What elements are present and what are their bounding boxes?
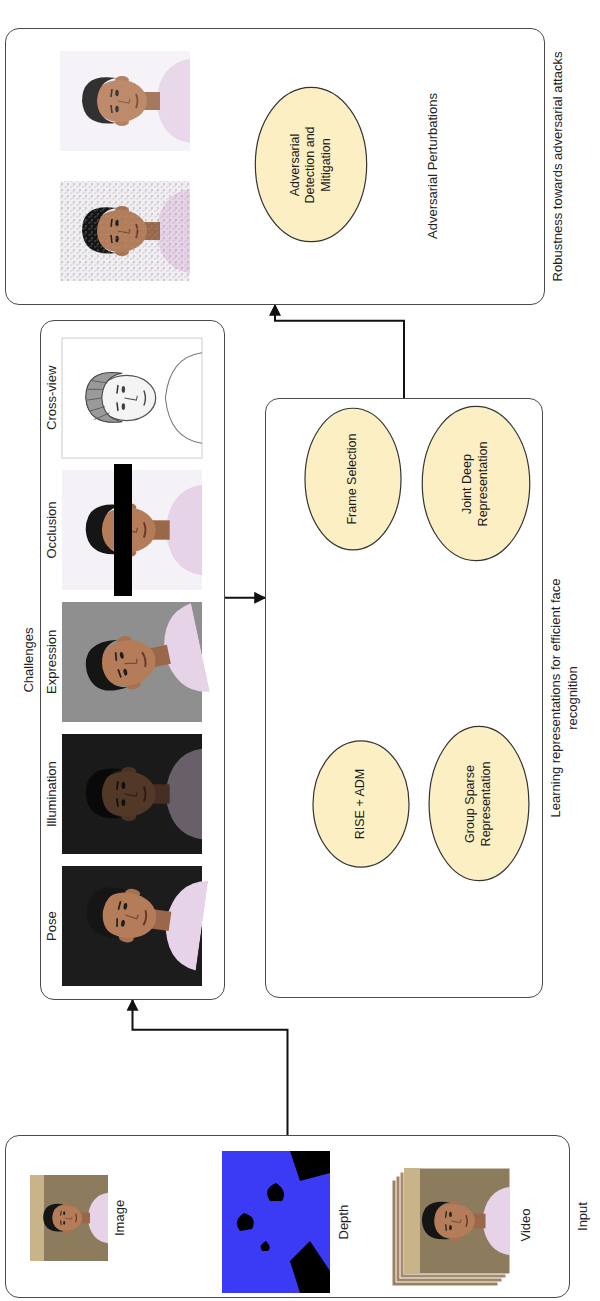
picture-label: Occlusion	[44, 501, 60, 558]
picture-label: Depth	[336, 1205, 352, 1240]
sketch-photo	[62, 338, 202, 458]
video-frames-part	[404, 1168, 510, 1274]
pose-photo	[62, 865, 208, 986]
depth-map-part	[267, 1183, 284, 1201]
ellipse-shape	[305, 408, 401, 550]
robustness-panel: Robustness towards adversarial attacksAd…	[5, 28, 545, 305]
perturbed-face-part	[60, 181, 190, 281]
illumination-photo	[62, 734, 202, 854]
sketch-photo-part	[62, 338, 202, 458]
panel-caption: Robustness towards adversarial attacks	[550, 28, 567, 305]
method-label: Joint Deep Representation	[460, 434, 491, 534]
depth-map-part	[222, 1151, 330, 1293]
depth-map	[222, 1151, 330, 1293]
input-image-photo-part	[30, 1175, 108, 1261]
occlusion-photo-part	[114, 464, 132, 596]
panel-caption: Learning representations for efficient f…	[548, 563, 582, 833]
ellipse-text: Group Sparse Representation	[463, 754, 494, 854]
method-ellipse: Joint Deep Representation	[420, 405, 532, 564]
challenges-panel: Challenges	[40, 320, 225, 1000]
video-frames	[392, 1168, 510, 1286]
ellipse-shape	[422, 407, 530, 561]
input-panel: Input	[5, 1135, 570, 1298]
sketch-photo-part	[86, 353, 202, 443]
occlusion-photo	[62, 464, 202, 596]
ellipse-text: Frame Selection	[345, 434, 361, 525]
picture-label: Illumination	[44, 761, 60, 827]
picture-label: Video	[518, 1208, 534, 1241]
picture-label: Adversarial Perturbations	[425, 93, 441, 239]
method-ellipse: Frame Selection	[303, 406, 403, 552]
video-frames-part	[422, 1187, 510, 1255]
expression-photo-part	[77, 603, 210, 716]
input-image-photo-part	[43, 1193, 108, 1243]
illumination-photo-part	[62, 734, 202, 854]
method-label: Group Sparse Representation	[463, 754, 494, 854]
ellipse-shape	[255, 88, 366, 242]
ellipse-text: Adversarial Detection and Mitigation	[288, 115, 335, 215]
depth-map-part	[290, 1151, 330, 1181]
perturbed-face-part	[60, 181, 190, 281]
flow-arrow	[225, 597, 265, 599]
ellipse-text: RISE + ADM	[353, 769, 369, 840]
panel-caption: Input	[575, 1135, 592, 1298]
method-ellipse: Group Sparse Representation	[427, 725, 531, 884]
depth-map-part	[290, 1241, 330, 1293]
picture-label: Pose	[44, 911, 60, 941]
illumination-photo-part	[62, 734, 202, 854]
perturbed-face-part	[60, 51, 190, 151]
ellipse-shape	[313, 741, 409, 867]
perturbed-face	[60, 51, 190, 151]
occlusion-photo-part	[86, 485, 202, 575]
panel-caption: Challenges	[21, 320, 38, 1000]
ellipse-text: Joint Deep Representation	[460, 434, 491, 534]
picture-label: Expression	[44, 630, 60, 694]
depth-map-part	[261, 1241, 270, 1251]
picture-label: Cross-view	[44, 366, 60, 430]
perturbed-face-part	[60, 51, 190, 151]
flow-arrow	[275, 305, 404, 398]
flow-arrow	[133, 1000, 288, 1135]
input-image-photo	[30, 1175, 108, 1261]
video-frames-part	[404, 1168, 420, 1274]
expression-photo	[62, 602, 210, 722]
input-image-photo-part	[30, 1175, 44, 1261]
perturbed-face	[60, 181, 190, 281]
method-ellipse: RISE + ADM	[311, 739, 411, 869]
picture-label: Image	[112, 1200, 128, 1236]
pose-photo-part	[81, 865, 209, 971]
depth-map-part	[237, 1213, 254, 1231]
learning-panel: Learning representations for efficient f…	[265, 398, 543, 998]
method-label: RISE + ADM	[353, 769, 369, 840]
method-label: Adversarial Detection and Mitigation	[288, 115, 335, 215]
ellipse-shape	[429, 727, 529, 881]
method-label: Frame Selection	[345, 434, 361, 525]
method-ellipse: Adversarial Detection and Mitigation	[253, 86, 369, 245]
